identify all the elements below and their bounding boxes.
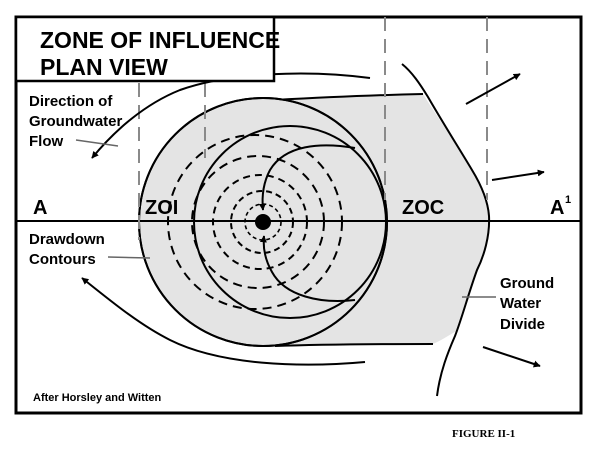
- title-line-2: PLAN VIEW: [40, 54, 168, 80]
- label-direction-flow-3: Flow: [29, 133, 63, 150]
- capture-flow-top: [258, 144, 356, 211]
- label-direction-flow-1: Direction of: [29, 93, 113, 110]
- groundwater-divide-line: [401, 63, 491, 397]
- label-divide-2: Water: [500, 295, 541, 312]
- regional-flow-arrow-upper-left: [91, 72, 371, 159]
- title-line-1: ZONE OF INFLUENCE: [40, 27, 280, 53]
- leader-line-groundwater: [75, 139, 119, 147]
- regional-flow-arrow-right-lower: [482, 346, 541, 368]
- label-drawdown-2: Contours: [29, 251, 96, 268]
- regional-flow-arrow-lower-left: [81, 277, 366, 366]
- zoc-top-boundary: [274, 93, 424, 101]
- diagram-frame: [14, 15, 583, 415]
- label-divide-3: Divide: [500, 316, 545, 333]
- label-drawdown-1: Drawdown: [29, 231, 105, 248]
- capture-flow-bottom: [259, 235, 356, 302]
- zoc-bottom-boundary: [274, 343, 434, 347]
- label-a1: A: [550, 197, 564, 219]
- title-box: [14, 15, 276, 83]
- figure-caption: FIGURE II-1: [452, 428, 516, 440]
- label-divide-1: Ground: [500, 275, 554, 292]
- label-zoi: ZOI: [145, 197, 178, 219]
- label-direction-flow-2: Groundwater: [29, 113, 123, 130]
- label-zoc: ZOC: [402, 197, 444, 219]
- label-a1-superscript: 1: [565, 194, 571, 206]
- credit-text: After Horsley and Witten: [33, 392, 162, 404]
- leader-line-drawdown: [107, 256, 151, 259]
- regional-flow-arrow-right-upper: [465, 73, 521, 105]
- label-a: A: [33, 197, 47, 219]
- regional-flow-arrow-right-middle: [491, 169, 545, 181]
